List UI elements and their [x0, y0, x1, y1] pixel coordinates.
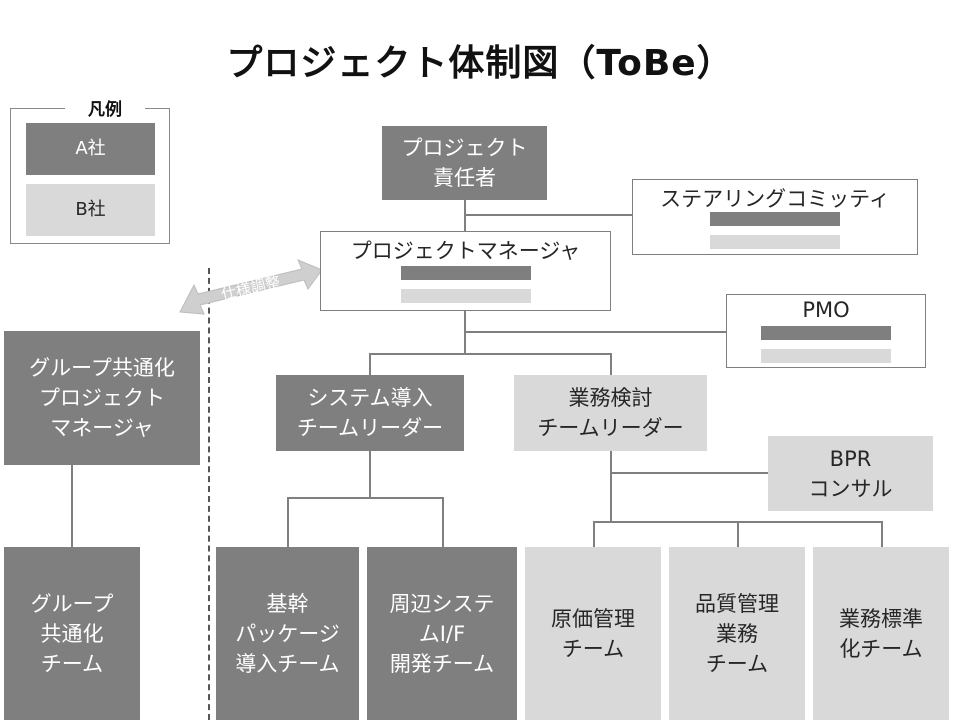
node-steering-committee: ステアリングコミッティ — [632, 179, 918, 255]
divider-dashed — [208, 268, 210, 720]
node-business-lead: 業務検討 チームリーダー — [514, 375, 707, 451]
node-pmo-label: PMO — [802, 298, 850, 322]
connector-quality-team — [737, 521, 739, 547]
connector-business-down — [610, 451, 612, 521]
node-if-team: 周辺システ ムI/F 開発チーム — [367, 547, 517, 720]
node-pmo: PMO — [726, 294, 926, 368]
node-standard-team: 業務標準 化チーム — [813, 547, 949, 720]
connector-package-team — [287, 497, 289, 547]
legend-company-a: A社 — [26, 123, 155, 175]
page-title: プロジェクト体制図（ToBe） — [226, 43, 734, 84]
node-bpr: BPR コンサル — [768, 436, 933, 511]
node-project-manager-label: プロジェクトマネージャ — [350, 239, 581, 263]
company-b-bar — [400, 289, 531, 303]
node-project-owner: プロジェクト 責任者 — [382, 126, 547, 200]
connector-leads-horizontal — [369, 353, 611, 355]
connector-steering — [464, 214, 632, 216]
company-a-bar — [710, 212, 840, 226]
node-quality-team: 品質管理 業務 チーム — [669, 547, 805, 720]
connector-pmo — [464, 331, 726, 333]
connector-standard-team — [881, 521, 883, 547]
company-b-bar — [761, 349, 891, 363]
connector-owner-pm — [464, 200, 466, 232]
connector-business-lead — [610, 353, 612, 375]
connector-system-teams — [287, 497, 443, 499]
connector-if-team — [442, 497, 444, 547]
node-group-pm: グループ共通化 プロジェクト マネージャ — [4, 331, 200, 465]
node-group-team: グループ 共通化 チーム — [4, 547, 140, 720]
node-steering-committee-label: ステアリングコミッティ — [660, 187, 890, 211]
legend-title: 凡例 — [65, 95, 145, 120]
node-cost-team: 原価管理 チーム — [525, 547, 661, 720]
connector-system-down — [369, 451, 371, 498]
connector-bpr — [610, 472, 768, 474]
company-a-bar — [400, 266, 531, 280]
connector-system-lead — [369, 353, 371, 375]
company-a-bar — [761, 326, 891, 340]
node-project-manager: プロジェクトマネージャ — [320, 231, 611, 311]
node-system-lead: システム導入 チームリーダー — [276, 375, 464, 451]
connector-cost-team — [593, 521, 595, 547]
company-b-bar — [710, 235, 840, 249]
legend-company-b: B社 — [26, 184, 155, 236]
node-package-team: 基幹 パッケージ 導入チーム — [216, 547, 359, 720]
connector-group — [71, 465, 73, 547]
